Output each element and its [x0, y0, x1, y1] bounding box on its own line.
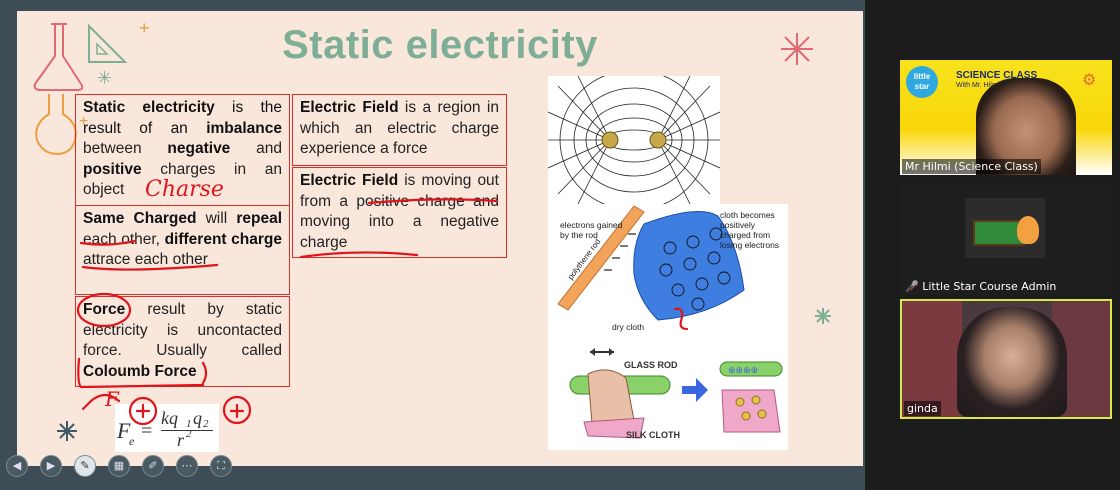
participant-tile-active[interactable]: ginda [900, 299, 1112, 419]
slide: + ✳ + Static electricity Static electric… [17, 11, 863, 466]
student-video [957, 307, 1067, 417]
charges-box: Same Charged will repeal each other, dif… [75, 205, 290, 295]
svg-text:+: + [139, 18, 150, 38]
presenter-video [976, 78, 1076, 175]
star-doodle-icon [781, 33, 813, 65]
slide-title: Static electricity [282, 23, 598, 67]
electric-field-box: Electric Field is a region in which an e… [292, 94, 507, 166]
svg-text:⊕⊕⊕⊕: ⊕⊕⊕⊕ [728, 365, 758, 375]
pen-tool-button[interactable]: ✎ [74, 455, 96, 477]
slides-grid-button[interactable]: ▦ [108, 455, 130, 477]
presentation-area: + ✳ + Static electricity Static electric… [0, 0, 865, 490]
annotate-button[interactable]: ✐ [142, 455, 164, 477]
polythene-rod-diagram: electrons gained by the rod cloth become… [548, 204, 788, 334]
participant-name: 🎤̸ Little Star Course Admin [905, 280, 1057, 293]
prev-slide-button[interactable]: ◀ [6, 455, 28, 477]
next-slide-button[interactable]: ▶ [40, 455, 62, 477]
little-star-logo: little star [906, 66, 938, 98]
svg-text:+: + [79, 113, 88, 130]
banner-subtitle: With Mr. Hilmi [956, 82, 1000, 89]
participant-name: ginda [904, 401, 941, 416]
force-box: Force result by static electricity is un… [75, 296, 290, 387]
svg-text:✳: ✳ [97, 68, 112, 88]
glass-rod-diagram: ⊕⊕⊕⊕ GLASS ROD SILK CLOTH [548, 334, 788, 450]
banner-title: SCIENCE CLASS [956, 70, 1038, 81]
admin-avatar [965, 198, 1045, 258]
asterisk-doodle-icon [815, 308, 831, 324]
electric-field-diagram [548, 76, 720, 204]
participant-tile[interactable]: little star SCIENCE CLASS With Mr. Hilmi… [900, 60, 1112, 175]
more-options-button[interactable]: ⋯ [176, 455, 198, 477]
participant-panel: little star SCIENCE CLASS With Mr. Hilmi… [865, 0, 1120, 490]
beaker-doodle-icon: + ✳ + [33, 18, 150, 156]
gear-icon: ⚙ [1082, 72, 1097, 89]
field-direction-box: Electric Field is moving out from a posi… [292, 167, 507, 258]
muted-mic-icon: 🎤̸ [905, 280, 919, 293]
participant-name: Mr Hilmi (Science Class) [902, 159, 1041, 174]
coulomb-formula: F e = kq 1 q 2 r 2 [115, 404, 219, 452]
asterisk-doodle-icon [57, 421, 77, 441]
definition-box: Static electricity is the result of an i… [75, 94, 290, 206]
participant-tile[interactable]: 🎤̸ Little Star Course Admin [900, 180, 1112, 295]
fullscreen-button[interactable]: ⛶ [210, 455, 232, 477]
